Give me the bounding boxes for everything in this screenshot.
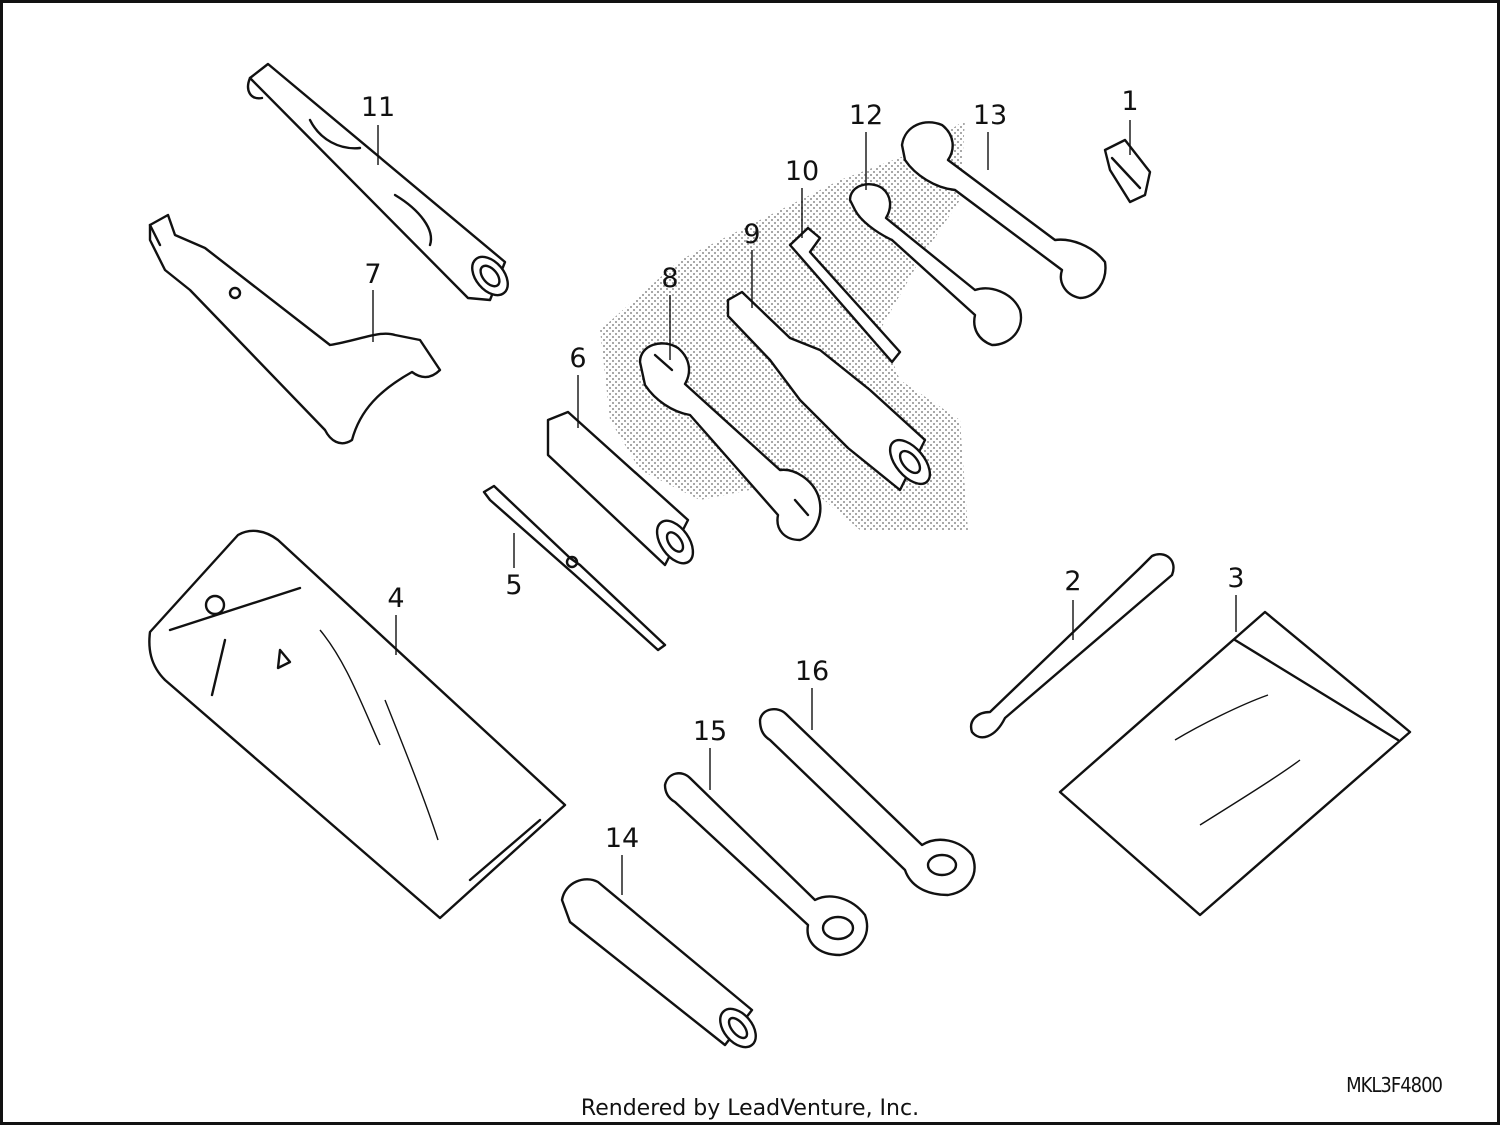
part-5-screwdriver <box>482 484 667 652</box>
part-1-label: 1 <box>1121 86 1138 117</box>
part-7-pin-spanner <box>148 213 442 445</box>
part-16-box-wrench <box>758 708 976 897</box>
part-9-plug-wrench <box>726 290 932 492</box>
part-4-label: 4 <box>387 583 404 614</box>
part-4-tool-bag <box>148 529 567 920</box>
part-14-pipe <box>560 878 757 1049</box>
part-6-label: 6 <box>569 343 586 374</box>
part-13-label: 13 <box>973 100 1007 131</box>
footer-credit: Rendered by LeadVenture, Inc. <box>580 1096 920 1121</box>
part-12-label: 12 <box>849 100 883 131</box>
part-13-wrench <box>900 121 1107 300</box>
part-3-label: 3 <box>1227 563 1244 594</box>
part-6-socket <box>546 410 695 567</box>
diagram-code: MKL3F4800 <box>1346 1073 1443 1097</box>
part-7-label: 7 <box>364 259 381 290</box>
part-16-label: 16 <box>795 656 829 687</box>
part-8-label: 8 <box>661 263 678 294</box>
part-5-label: 5 <box>505 570 522 601</box>
part-14-label: 14 <box>605 823 639 854</box>
part-labels: 1 2 3 4 5 6 7 8 9 10 11 12 13 14 15 16 <box>361 86 1245 854</box>
part-10-label: 10 <box>785 156 819 187</box>
part-15-label: 15 <box>693 716 727 747</box>
part-10-hex-key <box>788 226 902 364</box>
part-9-label: 9 <box>743 219 760 250</box>
part-11-pipe-handle <box>246 62 509 302</box>
part-11-label: 11 <box>361 92 395 123</box>
part-3-manual <box>1058 610 1412 917</box>
part-2-label: 2 <box>1064 566 1081 597</box>
part-12-wrench <box>848 183 1023 347</box>
part-8-open-wrench <box>638 342 822 542</box>
part-2-strap <box>969 553 1175 739</box>
part-15-box-wrench <box>663 772 869 957</box>
leader-lines <box>372 120 1237 895</box>
part-1-clip <box>1103 138 1152 204</box>
